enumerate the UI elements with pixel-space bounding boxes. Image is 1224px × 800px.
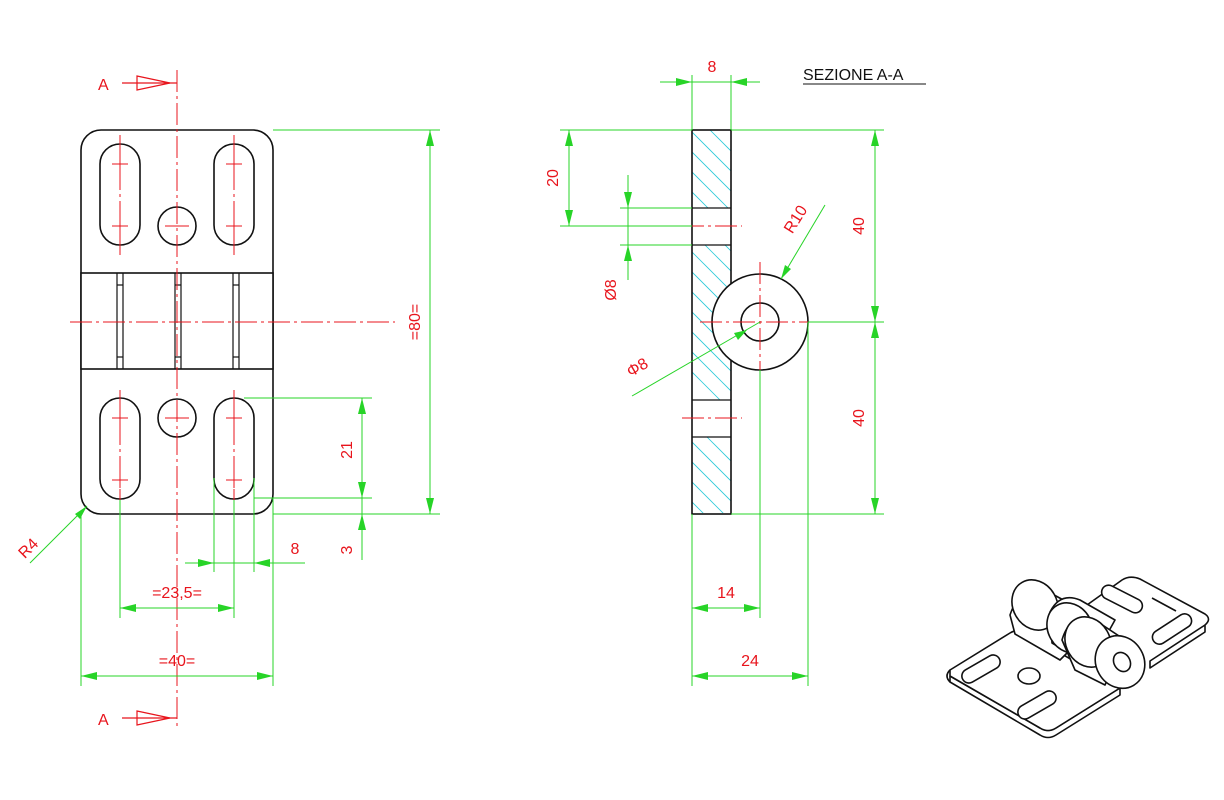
- dim-total-height-text: =80=: [407, 304, 424, 340]
- dim-slot-offset: 3: [339, 498, 366, 560]
- dim-axis-offset-text: 14: [717, 585, 735, 602]
- hatch-lower: [692, 437, 731, 513]
- dim-hole-offset: 20: [545, 129, 692, 227]
- section-arrow-bottom: A: [98, 710, 177, 729]
- section-label-bottom: A: [98, 712, 109, 729]
- dim-upper-half-text: 40: [851, 217, 868, 235]
- dim-slot-width: 8: [185, 478, 305, 572]
- dim-knuckle-radius: R10: [780, 203, 826, 280]
- dim-plate-thickness: 8: [660, 59, 760, 130]
- dim-hole-diameter-text: Ø8: [603, 279, 620, 300]
- dim-corner-radius: R4: [16, 505, 88, 564]
- dim-corner-radius-text: R4: [16, 536, 43, 563]
- front-view: A A =80= 21 3: [16, 70, 440, 730]
- dim-width: =40=: [80, 498, 274, 686]
- dim-lower-half-text: 40: [851, 409, 868, 427]
- dim-slot-width-text: 8: [291, 541, 300, 558]
- dim-pin-diameter-text: Φ8: [624, 355, 651, 381]
- dim-knuckle-extent: 24: [692, 322, 809, 686]
- section-label-top: A: [98, 77, 109, 94]
- dim-hole-offset-text: 20: [545, 169, 562, 187]
- dim-knuckle-extent-text: 24: [741, 653, 759, 670]
- dim-axis-offset: 14: [691, 370, 761, 686]
- section-arrow-top: A: [98, 75, 177, 94]
- isometric-view: [946, 576, 1210, 739]
- dim-knuckle-radius-text: R10: [781, 203, 811, 237]
- dim-half-heights: 40 40: [731, 129, 884, 515]
- dim-slot-length: 21: [244, 397, 372, 499]
- knuckle-segments: [116, 273, 240, 369]
- dim-slot-spacing: =23,5=: [119, 500, 235, 618]
- dim-plate-thickness-text: 8: [708, 59, 717, 76]
- section-view: SEZIONE A-A: [545, 59, 926, 686]
- dim-slot-spacing-text: =23,5=: [152, 585, 202, 602]
- section-hole-lines: [692, 207, 731, 438]
- dim-slot-length-text: 21: [339, 441, 356, 459]
- section-title: SEZIONE A-A: [803, 67, 904, 84]
- hatch-upper: [692, 130, 731, 208]
- dim-total-height: =80=: [273, 129, 440, 515]
- dim-width-text: =40=: [159, 653, 195, 670]
- dim-hole-diameter: Ø8: [603, 175, 692, 301]
- dim-slot-offset-text: 3: [339, 545, 356, 554]
